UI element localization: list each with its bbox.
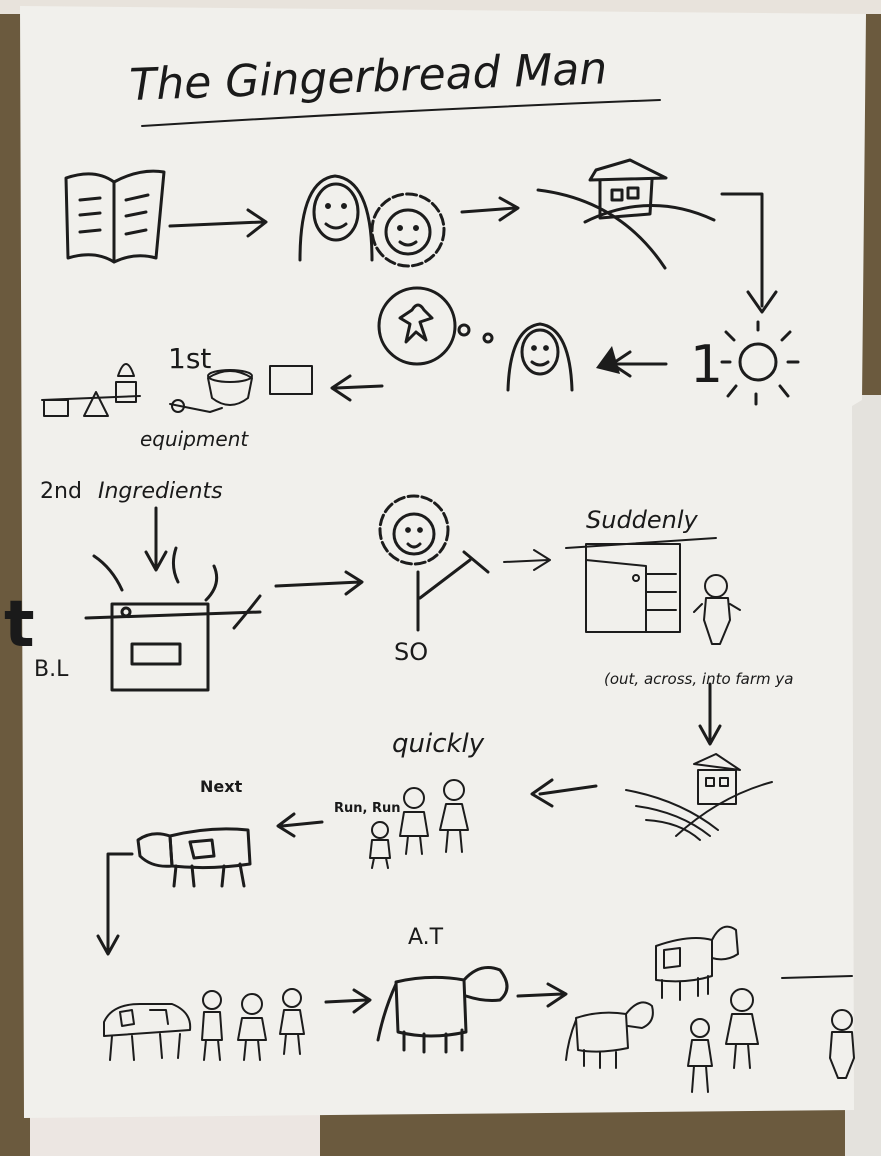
cow-icon-3: [655, 925, 739, 1001]
margin-letter: t: [4, 588, 35, 662]
poster-sheet: [20, 6, 866, 1118]
label-bl: B.L: [34, 657, 69, 682]
arrow-down-farm: [698, 682, 722, 746]
arrow-5: [274, 570, 364, 596]
label-first: 1st: [168, 342, 211, 375]
arrow-down-oven: [144, 506, 168, 572]
arrow-6: [503, 549, 551, 571]
girl-face-icon: [298, 174, 374, 262]
arrow-down-right: [720, 192, 778, 314]
label-run-run: Run, Run: [334, 801, 401, 816]
arrow-down-left: [96, 852, 134, 956]
house-on-hill-icon: [536, 158, 716, 270]
horse-icon: [376, 966, 509, 1054]
gingerbread-man-icon-2: [829, 1009, 855, 1079]
arrow-2: [460, 196, 520, 222]
girl-icon-2: [506, 322, 574, 392]
waving-person-icon: [378, 494, 490, 632]
label-out-across: (out, across, into farm ya: [604, 670, 794, 688]
label-ingredients: Ingredients: [98, 479, 223, 504]
oven-icon: [84, 546, 262, 692]
running-group-icon: [369, 779, 469, 869]
gingerbread-man-icon: [693, 574, 741, 645]
cow-icon-2: [103, 1003, 192, 1061]
arrow-3-head: [596, 346, 620, 374]
label-quickly: quickly: [392, 729, 485, 759]
label-equipment: equipment: [140, 427, 249, 451]
thought-bubble-icon: [377, 286, 494, 366]
farm-house-icon: [625, 753, 773, 841]
oven-door-icon: [565, 537, 717, 633]
title-underline: [141, 99, 661, 127]
label-suddenly: Suddenly: [586, 506, 699, 534]
number-one: 1: [690, 335, 723, 395]
sun-icon: [720, 320, 800, 406]
arrow-8: [276, 812, 324, 838]
arrow-7: [530, 778, 598, 808]
people-group-icon: [201, 988, 305, 1061]
label-at: A.T: [408, 925, 444, 950]
people-group-icon-2: [687, 988, 759, 1093]
arrow-9: [324, 988, 372, 1014]
paper-scrap: [30, 1110, 320, 1156]
label-second: 2nd: [40, 479, 82, 504]
arrow-10: [516, 982, 568, 1008]
label-so: SO: [394, 638, 428, 666]
curly-face-icon: [370, 192, 446, 268]
scales-bowl-icon: [41, 363, 313, 417]
label-next: Next: [200, 777, 243, 796]
horse-icon-2: [565, 1001, 654, 1069]
arrow-4: [330, 374, 384, 402]
line-right-edge: [781, 975, 853, 979]
arrow-1: [168, 208, 268, 238]
cow-icon: [136, 827, 252, 888]
open-book-icon: [64, 169, 166, 264]
